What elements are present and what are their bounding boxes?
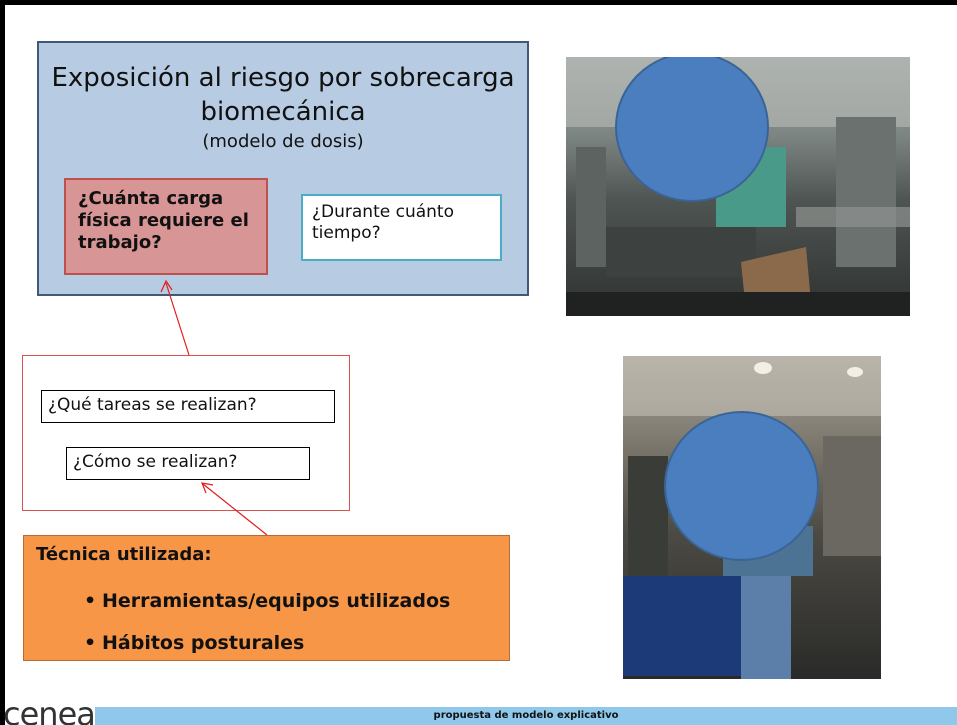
bullet-icon: •	[84, 632, 97, 654]
worker-photo-1	[566, 57, 910, 316]
arrow-tasks-to-load	[165, 282, 190, 356]
dose-model-subtitle: (modelo de dosis)	[202, 131, 364, 152]
cenea-logo: cenea	[3, 695, 96, 725]
exposure-risk-box: Exposición al riesgo por sobrecarga biom…	[37, 41, 529, 296]
footer-caption: propuesta de modelo explicativo	[433, 710, 619, 721]
slide-left-border	[0, 0, 5, 725]
slide-top-border	[0, 0, 957, 5]
face-blur-circle	[664, 411, 819, 561]
technique-item-label: Herramientas/equipos utilizados	[102, 590, 451, 612]
technique-item-postures: •Hábitos posturales	[84, 632, 304, 654]
arrow-technique-to-tasks	[202, 483, 268, 536]
bullet-icon: •	[84, 590, 97, 612]
technique-item-label: Hábitos posturales	[102, 632, 305, 654]
tasks-box	[22, 355, 350, 511]
arrowhead-technique-to-tasks	[201, 482, 214, 494]
exposure-risk-title: Exposición al riesgo por sobrecarga biom…	[39, 61, 527, 129]
title-line-1: Exposición al riesgo por sobrecarga	[51, 63, 515, 93]
physical-load-question: ¿Cuánta carga física requiere el trabajo…	[64, 178, 268, 275]
technique-box: Técnica utilizada: •Herramientas/equipos…	[23, 535, 510, 661]
footer-band: propuesta de modelo explicativo	[95, 707, 957, 725]
technique-title: Técnica utilizada:	[36, 544, 212, 565]
worker-photo-2	[623, 356, 881, 679]
title-line-2: biomecánica	[200, 97, 366, 127]
technique-item-tools: •Herramientas/equipos utilizados	[84, 590, 450, 612]
face-blur-circle	[615, 57, 769, 202]
arrowhead-tasks-to-load	[160, 279, 173, 293]
workshop-scene-2	[623, 356, 881, 679]
tasks-question: ¿Qué tareas se realizan?	[41, 390, 335, 423]
duration-question: ¿Durante cuánto tiempo?	[301, 194, 502, 261]
how-question: ¿Cómo se realizan?	[66, 447, 310, 480]
